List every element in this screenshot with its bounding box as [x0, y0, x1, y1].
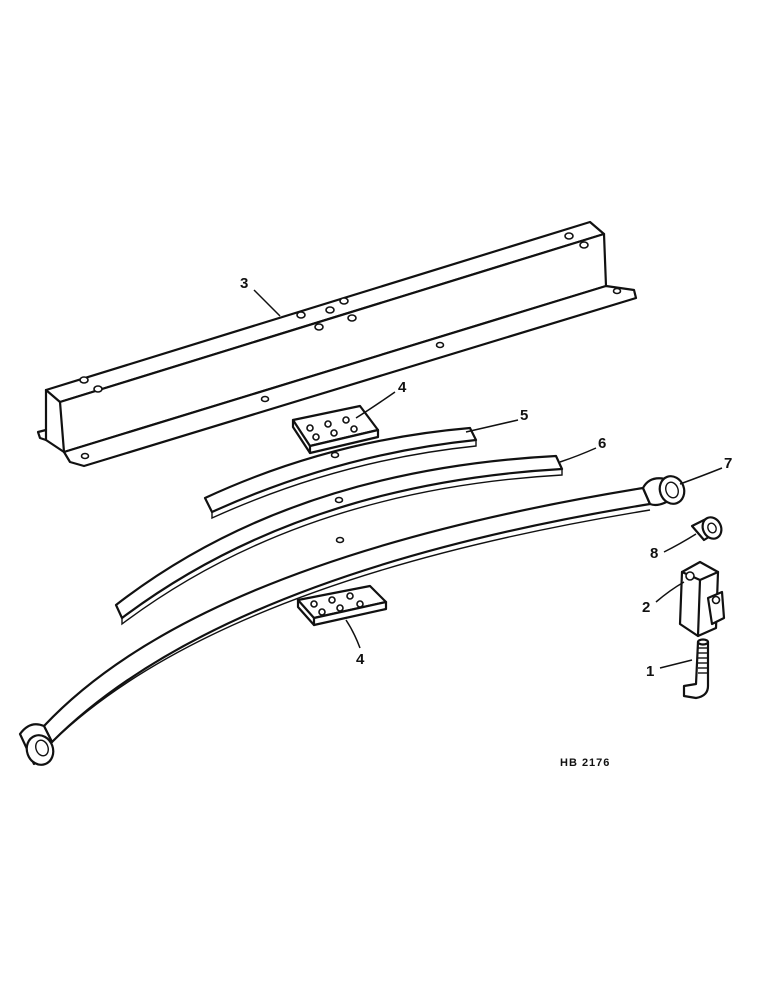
upper-clamp-plate	[291, 404, 380, 455]
medium-spring-leaf	[114, 454, 564, 626]
threaded-l-bolt	[682, 638, 710, 700]
callout-5: 5	[520, 407, 528, 424]
callout-4-upper: 4	[398, 379, 407, 396]
callout-1: 1	[646, 663, 654, 680]
leader-lines	[253, 289, 723, 669]
callout-8: 8	[650, 545, 658, 562]
short-spring-leaf	[203, 426, 478, 520]
bushing	[690, 516, 723, 542]
callout-4-lower: 4	[356, 651, 365, 668]
drawing-reference: HB 2176	[560, 757, 610, 769]
lower-clamp-plate	[296, 584, 388, 627]
callout-7: 7	[724, 455, 732, 472]
callout-6: 6	[598, 435, 606, 452]
main-spring-leaf	[18, 475, 686, 766]
callout-2: 2	[642, 599, 650, 616]
channel-frame	[36, 220, 638, 468]
callout-3: 3	[240, 275, 248, 292]
shackle-bracket	[678, 560, 726, 638]
